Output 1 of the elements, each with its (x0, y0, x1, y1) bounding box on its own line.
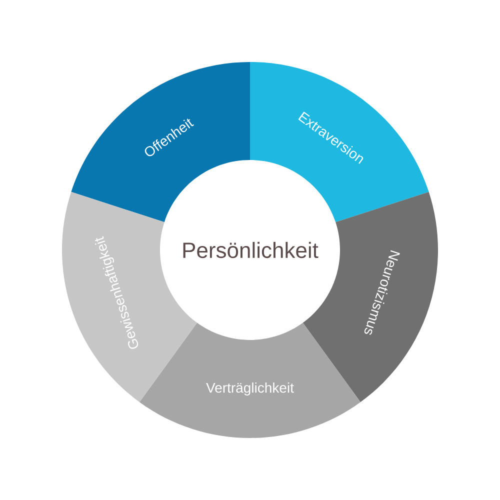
donut-segment: Verträglichkeit (140, 322, 360, 438)
